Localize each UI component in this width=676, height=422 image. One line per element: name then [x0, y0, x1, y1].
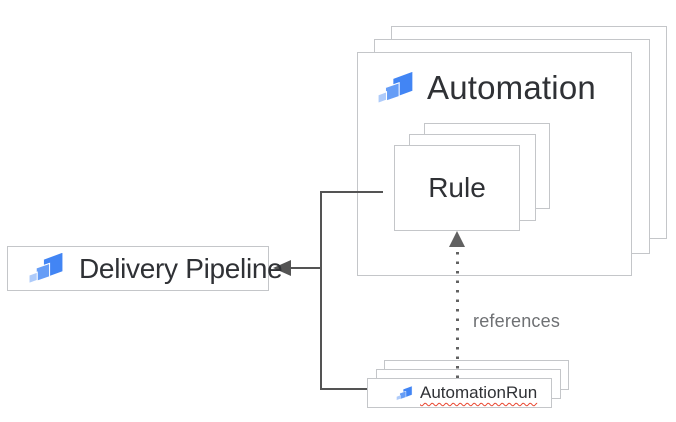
deploy-icon-shape-medium — [384, 81, 400, 102]
arrowhead-left-icon — [273, 260, 291, 276]
delivery-pipeline-label: Delivery Pipeline — [79, 252, 283, 284]
cloud-deploy-icon — [377, 70, 414, 105]
rule-label: Rule — [428, 172, 486, 203]
automationrun-node: AutomationRun — [367, 378, 552, 408]
deploy-icon-shape-medium — [35, 262, 51, 283]
connector-to-pipeline — [290, 267, 322, 269]
arrowhead-up-icon — [449, 231, 465, 247]
delivery-pipeline-node: Delivery Pipeline — [7, 246, 283, 291]
connector-vertical-trunk — [320, 191, 322, 390]
automationrun-label: AutomationRun — [420, 383, 538, 402]
deploy-icon-shape-small — [396, 394, 401, 401]
deploy-icon-shape-small — [377, 90, 388, 105]
rule-node: Rule — [394, 145, 520, 231]
dotted-reference-line — [456, 252, 459, 378]
connector-rule-branch — [320, 191, 383, 193]
deploy-icon-shape-medium — [399, 390, 407, 400]
automation-label: Automation — [427, 69, 596, 106]
references-edge-label: references — [473, 311, 561, 331]
automation-header: Automation — [377, 66, 596, 110]
deploy-icon-shape-small — [28, 271, 38, 285]
cloud-deploy-icon — [28, 251, 64, 285]
connector-automationrun-branch — [320, 388, 367, 390]
cloud-deploy-icon — [396, 385, 413, 401]
